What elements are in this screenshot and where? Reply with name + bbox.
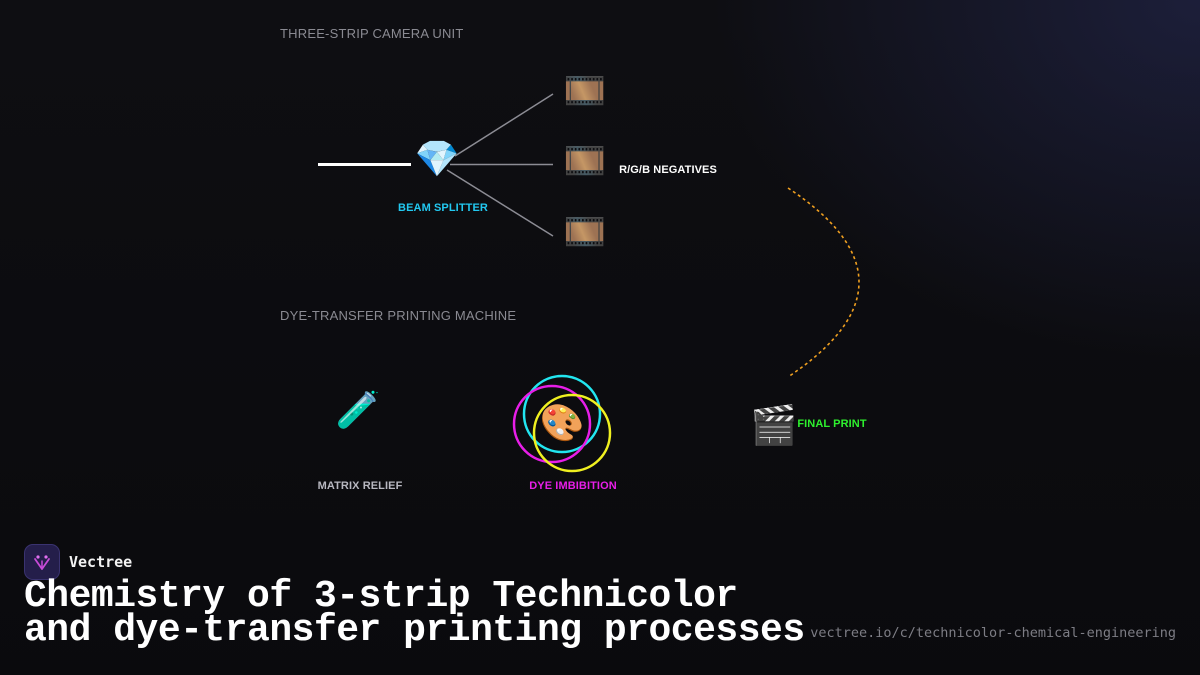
brand-header[interactable]: Vectree (24, 544, 132, 580)
final-print-label: FINAL PRINT (797, 418, 867, 430)
process-diagram (318, 93, 860, 473)
clapper-board-icon: 🎬 (750, 403, 798, 447)
title-line-1: Chemistry of 3-strip Technicolor (24, 575, 738, 618)
split-ray-top (454, 93, 554, 157)
source-url-link[interactable]: vectree.io/c/technicolor-chemical-engine… (810, 625, 1176, 641)
dye-ring-cyan (522, 374, 602, 454)
title-line-2: and dye-transfer printing processes (24, 609, 805, 652)
film-frames-icon: 🎞️ (563, 212, 607, 252)
page-title: Chemistry of 3-strip Technicolor and dye… (24, 575, 805, 652)
vectree-logo-icon (24, 544, 60, 580)
dye-ring-magenta (512, 384, 592, 464)
beam-splitter-label: BEAM SPLITTER (398, 202, 488, 214)
film-frames-icon: 🎞️ (563, 71, 607, 111)
negatives-label: R/G/B NEGATIVES (619, 164, 717, 176)
dye-imbibition-label: DYE IMBIBITION (529, 480, 617, 492)
camera-unit-heading: THREE-STRIP CAMERA UNIT (280, 26, 464, 41)
transfer-arc (787, 187, 860, 378)
palette-icon: 🎨 (539, 403, 585, 444)
gem-icon: 💎 (414, 139, 460, 180)
film-frames-icon: 🎞️ (563, 141, 607, 181)
printing-machine-heading: DYE-TRANSFER PRINTING MACHINE (280, 308, 517, 323)
split-ray-bottom (446, 169, 554, 237)
matrix-relief-label: MATRIX RELIEF (317, 480, 403, 492)
brand-name: Vectree (69, 553, 133, 571)
dye-ring-yellow (532, 393, 612, 473)
test-tube-icon: 🧪 (335, 390, 381, 431)
